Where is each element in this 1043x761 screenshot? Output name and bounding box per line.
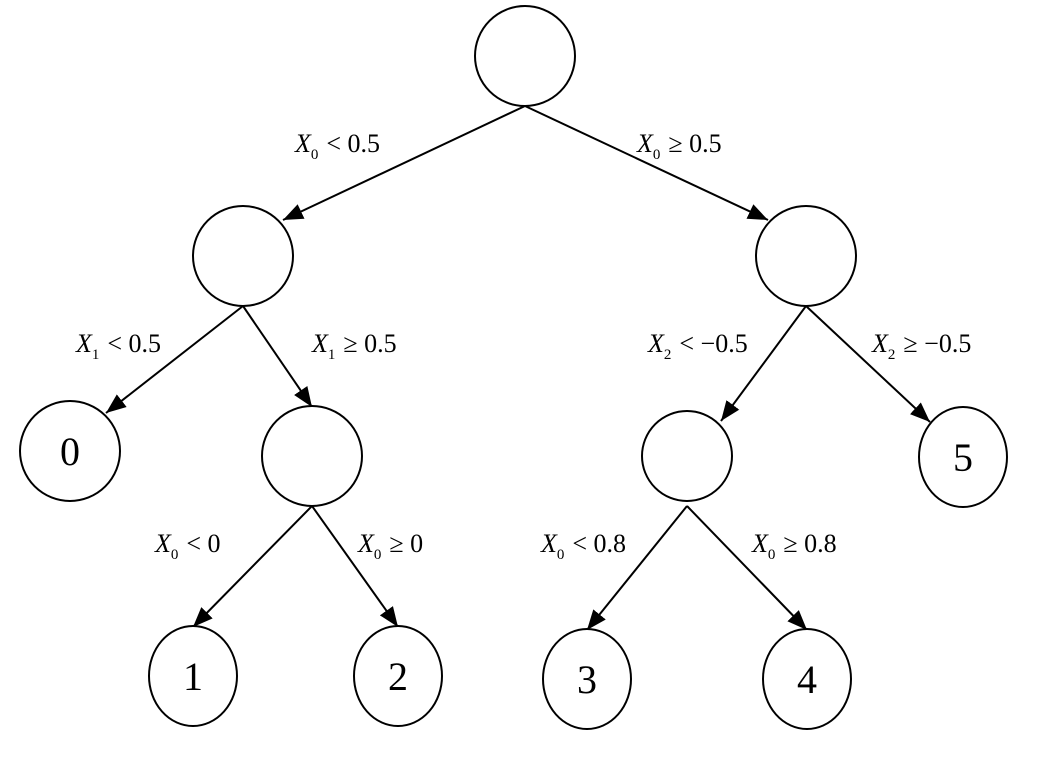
label-root-left: X0< 0.5 [294, 129, 380, 163]
label-root-right: X0≥ 0.5 [636, 129, 722, 163]
leaf-2-label: 2 [388, 654, 408, 699]
label-rightleft-leaf3: X0< 0.8 [540, 529, 626, 563]
node-right [755, 205, 857, 307]
node-root [474, 5, 576, 107]
leaf-4-label: 4 [797, 657, 817, 702]
leaf-0: 0 [19, 400, 121, 502]
edge-root-left [282, 105, 526, 221]
edge-left-leaf0 [105, 305, 244, 414]
label-rightleft-leaf4: X0≥ 0.8 [751, 529, 837, 563]
edge-left-leftright [242, 305, 313, 408]
edge-root-right [524, 105, 769, 221]
edge-rightleft-leaf3 [586, 505, 688, 631]
leaf-0-label: 0 [60, 429, 80, 474]
node-left-right [261, 405, 363, 507]
leaf-1-label: 1 [183, 654, 203, 699]
edge-leftright-leaf2 [311, 505, 399, 628]
label-leftright-leaf1: X0< 0 [154, 529, 221, 563]
edge-right-rightleft [720, 305, 807, 422]
label-left-leaf0: X1< 0.5 [75, 329, 161, 363]
leaf-2: 2 [353, 625, 443, 727]
edges [105, 105, 931, 631]
label-leftright-leaf2: X0≥ 0 [357, 529, 423, 563]
leaf-nodes: 0 5 1 2 3 4 [19, 400, 1008, 730]
leaf-1: 1 [148, 625, 238, 727]
leaf-5: 5 [918, 406, 1008, 508]
edge-rightleft-leaf4 [686, 505, 808, 631]
leaf-3-label: 3 [577, 657, 597, 702]
edge-right-leaf5 [805, 305, 931, 423]
node-right-left [641, 410, 733, 502]
edge-labels: X0< 0.5 X0≥ 0.5 X1< 0.5 X1≥ 0.5 X2< −0.5… [75, 129, 971, 563]
edge-leftright-leaf1 [192, 505, 313, 628]
leaf-3: 3 [542, 628, 632, 730]
internal-nodes [192, 5, 857, 507]
label-right-leaf5: X2≥ −0.5 [871, 329, 971, 363]
node-left [192, 205, 294, 307]
label-right-rightleft: X2< −0.5 [647, 329, 748, 363]
leaf-4: 4 [762, 628, 852, 730]
leaf-5-label: 5 [953, 435, 973, 480]
label-left-leftright: X1≥ 0.5 [311, 329, 397, 363]
